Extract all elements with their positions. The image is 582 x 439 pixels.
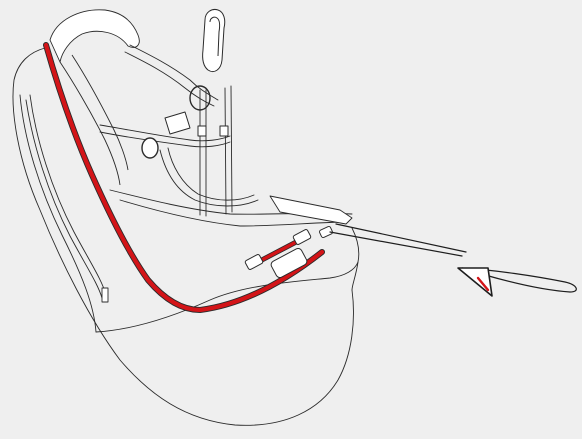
red-strap bbox=[43, 42, 325, 313]
shoulder-section bbox=[49, 9, 140, 186]
speed-bar-loop bbox=[461, 267, 577, 293]
chest-strap-2 bbox=[99, 131, 231, 148]
zipper-pull bbox=[101, 287, 109, 303]
speed-bar-line-upper bbox=[329, 231, 463, 257]
seat-side bbox=[351, 227, 360, 291]
back-support-2 bbox=[71, 54, 129, 171]
speed-bar-grip bbox=[457, 267, 493, 297]
speed-bar-red-tab bbox=[476, 276, 490, 292]
connector-pad bbox=[270, 247, 308, 279]
ring-buckle-upper bbox=[189, 85, 211, 111]
connector-red-segment-fill bbox=[257, 238, 301, 264]
seat-board-edge bbox=[119, 199, 349, 227]
zipper-line-2 bbox=[25, 99, 103, 299]
chest-buckle-left bbox=[197, 125, 207, 137]
connector-buckle-right bbox=[292, 229, 312, 245]
seat-area bbox=[99, 44, 353, 227]
strap-connector bbox=[244, 225, 333, 279]
harness-body bbox=[12, 47, 360, 426]
bottom-shell-curve bbox=[95, 261, 359, 333]
strap-adjuster bbox=[164, 111, 191, 135]
speed-bar-line-lower bbox=[335, 223, 467, 253]
carabiner-icon bbox=[202, 9, 226, 73]
riser-strap-right-2 bbox=[230, 85, 233, 213]
connector-buckle-left bbox=[244, 254, 264, 270]
red-strap-fill bbox=[43, 42, 325, 313]
leg-loop-2 bbox=[167, 147, 255, 201]
chest-strap bbox=[99, 124, 231, 142]
shoulder-pad bbox=[49, 9, 140, 63]
hardware bbox=[141, 9, 229, 159]
speed-bar bbox=[329, 223, 577, 297]
back-shell-outline bbox=[12, 47, 354, 426]
riser-strap-right bbox=[224, 87, 227, 215]
chest-buckle-right bbox=[219, 125, 229, 137]
leg-loop bbox=[159, 149, 259, 207]
shoulder-strap-2 bbox=[124, 51, 215, 107]
seat-clip bbox=[319, 225, 333, 239]
back-shell-seam bbox=[19, 94, 97, 333]
ring-buckle-lower bbox=[141, 137, 159, 159]
seat-front-flap bbox=[269, 195, 353, 225]
carabiner-inner bbox=[209, 16, 221, 57]
back-support bbox=[59, 61, 121, 186]
zipper-line bbox=[29, 94, 107, 296]
